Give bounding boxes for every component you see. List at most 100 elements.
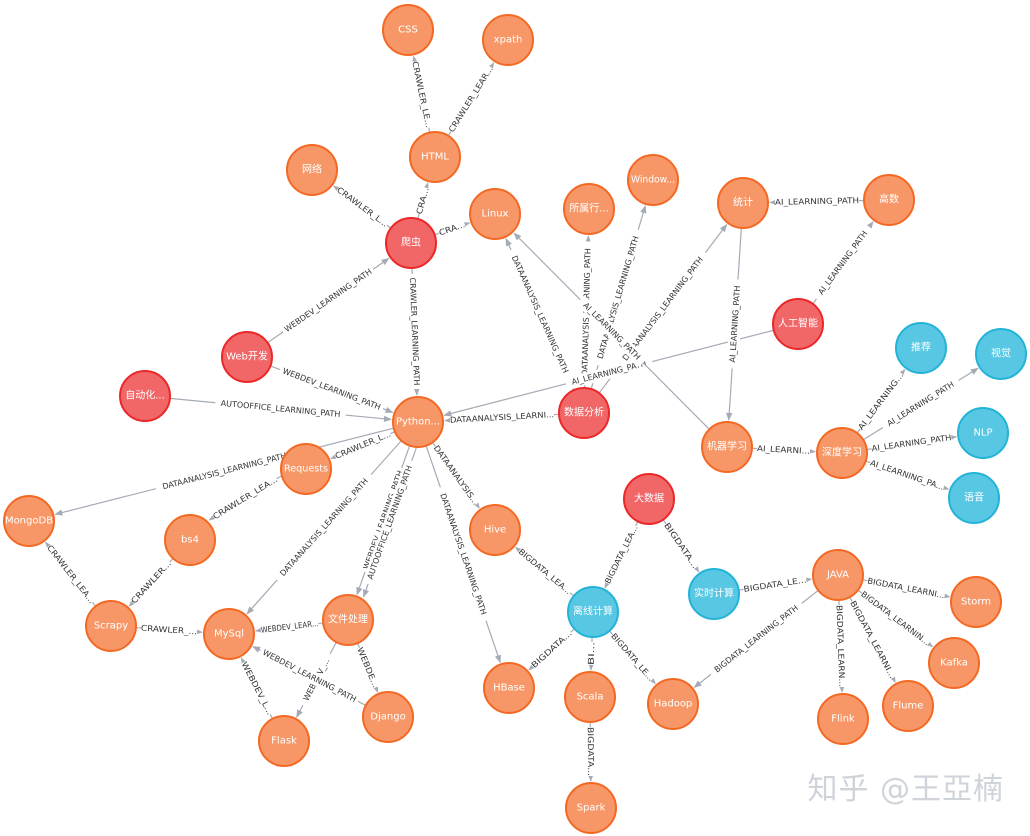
relationship-label: AUTOOFFICE_LEARNING_PATH [220,399,340,419]
node-circle [812,549,864,601]
relationship-java-to-flink[interactable]: BIGDATA_LEARN... [833,599,848,693]
relationship-lixian-to-scala[interactable]: BI... [585,636,598,671]
relationship-pachong-to-linux[interactable]: CRA... [434,218,471,239]
relationship-gaoshu-to-tongji[interactable]: AI_LEARNING_PATH [769,194,865,209]
relationship-jiqixuexi-to-shendu[interactable]: AI_LEARNI... [751,442,816,458]
node-flask[interactable]: Flask [258,715,310,767]
node-hbase[interactable]: HBase [483,662,535,714]
node-tongji[interactable]: 统计 [717,177,769,229]
relationship-label-background [584,726,597,777]
node-nlp[interactable]: NLP [957,407,1009,459]
node-circle [717,177,769,229]
relationship-label-background [128,558,175,607]
relationship-html-to-css[interactable]: CRAWLER_LE... [408,55,435,133]
node-dashuju[interactable]: 大数据 [623,473,675,525]
relationship-wenjian-to-mysql[interactable]: WEBDEV_LEAR... [255,617,324,637]
node-python[interactable]: Python... [392,396,444,448]
node-requests[interactable]: Requests [280,443,332,495]
relationship-dashuju-to-lixian[interactable]: BIGDATA_LEA... [601,521,642,589]
node-circle [85,600,137,652]
relationship-scrapy-to-mongodb[interactable]: CRAWLER_LEA... [43,541,98,607]
node-lixian[interactable]: 离线计算 [567,586,619,638]
node-mongodb[interactable]: MongoDB [3,495,55,547]
relationship-tongji-to-jiqixuexi[interactable]: AI_LEARNING_PATH [726,227,744,421]
relationship-label: AI_LEARNI... [757,444,811,456]
node-circle [975,328,1027,380]
node-circle [286,144,338,196]
relationship-shujufenxi-to-linux[interactable]: DATAANALYSIS_LEARNING_PATH [505,237,575,391]
node-spark[interactable]: Spark [565,782,617,834]
relationship-label-background [257,645,361,707]
node-shendu[interactable]: 深度学习 [816,427,868,479]
relationship-label-background [811,223,875,303]
node-label: Django [370,712,405,723]
node-suoshu[interactable]: 所属行... [563,183,615,235]
relationship-wenjian-to-django[interactable]: WEBDE... [353,642,382,693]
node-circle [558,387,610,439]
node-wenjian[interactable]: 文件处理 [322,594,374,646]
node-shujufenxi[interactable]: 数据分析 [558,387,610,439]
relationship-shendu-to-yuyin[interactable]: AI_LEARNING_PA... [865,457,950,494]
node-label: 所属行... [569,202,609,215]
node-flink[interactable]: Flink [817,693,869,745]
relationship-shishi-to-java[interactable]: BIGDATA_LE... [738,573,813,596]
node-label: 自动化... [125,389,165,402]
node-tuijian[interactable]: 推荐 [895,322,947,374]
node-xpath[interactable]: xpath [482,14,534,66]
relationship-html-to-xpath[interactable]: CRAWLER_LEAR... [445,62,497,137]
node-shishi[interactable]: 实时计算 [688,568,740,620]
relationship-pachong-to-html[interactable]: CRA... [413,182,433,220]
node-java[interactable]: JAVA [812,549,864,601]
node-kafka[interactable]: Kafka [928,637,980,689]
relationship-pachong-to-python[interactable]: CRAWLER_LEARNING_PATH [406,267,423,396]
relationship-shendu-to-nlp[interactable]: AI_LEARNING_PATH [866,431,958,455]
relationship-flask-to-mysql[interactable]: WEBDEV_L... [238,657,276,720]
relationship-scala-to-spark[interactable]: BIGDATA... [584,721,597,782]
relationship-dashuju-to-shishi[interactable]: BIGDATA... [660,519,701,573]
node-label: Linux [482,209,509,220]
relationship-python-to-wenjian[interactable]: AUTOOFFICE_LEARNING_PATH [362,447,418,598]
node-ai[interactable]: 人工智能 [772,298,824,350]
node-yuyin[interactable]: 语音 [948,472,1000,524]
relationship-lixian-to-hadoop[interactable]: BIGDATA_LE... [608,630,657,685]
node-flume[interactable]: Flume [882,680,934,732]
node-css[interactable]: CSS [382,4,434,56]
node-webdev[interactable]: Web开发 [221,331,273,383]
node-html[interactable]: HTML [409,131,461,183]
node-windows[interactable]: Window... [627,154,679,206]
node-label: Python... [396,417,440,428]
node-linux[interactable]: Linux [469,188,521,240]
node-django[interactable]: Django [362,691,414,743]
node-label: Flume [893,701,924,712]
relationship-label: CRAWLER_... [141,624,198,637]
node-scala[interactable]: Scala [564,671,616,723]
relationship-python-to-requests[interactable]: CRAWLER_L... [330,428,396,463]
node-shijue[interactable]: 视觉 [975,328,1027,380]
relationship-lixian-to-hive[interactable]: BIGDATA_LEA... [515,545,575,598]
relationship-pachong-to-wangluo[interactable]: CRAWLER_L... [333,184,392,231]
node-zidonghua[interactable]: 自动化... [119,370,171,422]
node-label: Window... [631,175,675,186]
node-label: Scala [577,692,604,703]
relationship-shujufenxi-to-python[interactable]: DATAANALYSIS_LEARNI... [444,408,560,427]
relationship-python-to-wenjian[interactable]: WEBDEV_LEARNING_PATH [356,445,411,596]
relationship-bs4-to-scrapy[interactable]: CRAWLER... [128,558,175,607]
relationship-scrapy-to-mysql[interactable]: CRAWLER_... [135,622,203,638]
node-scrapy[interactable]: Scrapy [85,600,137,652]
relationship-webdev-to-pachong[interactable]: WEBDEV_LEARNING_PATH [267,257,390,344]
node-hadoop[interactable]: Hadoop [647,678,699,730]
relationship-ai-to-gaoshu[interactable]: AI_LEARNING_PATH [811,221,875,305]
node-storm[interactable]: Storm [950,576,1002,628]
node-bs4[interactable]: bs4 [164,514,216,566]
node-gaoshu[interactable]: 高数 [863,174,915,226]
node-jiqixuexi[interactable]: 机器学习 [701,421,753,473]
node-hive[interactable]: Hive [469,504,521,556]
node-wangluo[interactable]: 网络 [286,144,338,196]
node-mysql[interactable]: MySql [203,608,255,660]
relationship-lixian-to-hbase[interactable]: BIGDATA... [528,627,575,671]
node-pachong[interactable]: 爬虫 [385,217,437,269]
relationship-label-background [334,184,391,231]
relationship-requests-to-bs4[interactable]: CRAWLER_LEA... [208,473,282,523]
node-label: xpath [494,35,523,46]
